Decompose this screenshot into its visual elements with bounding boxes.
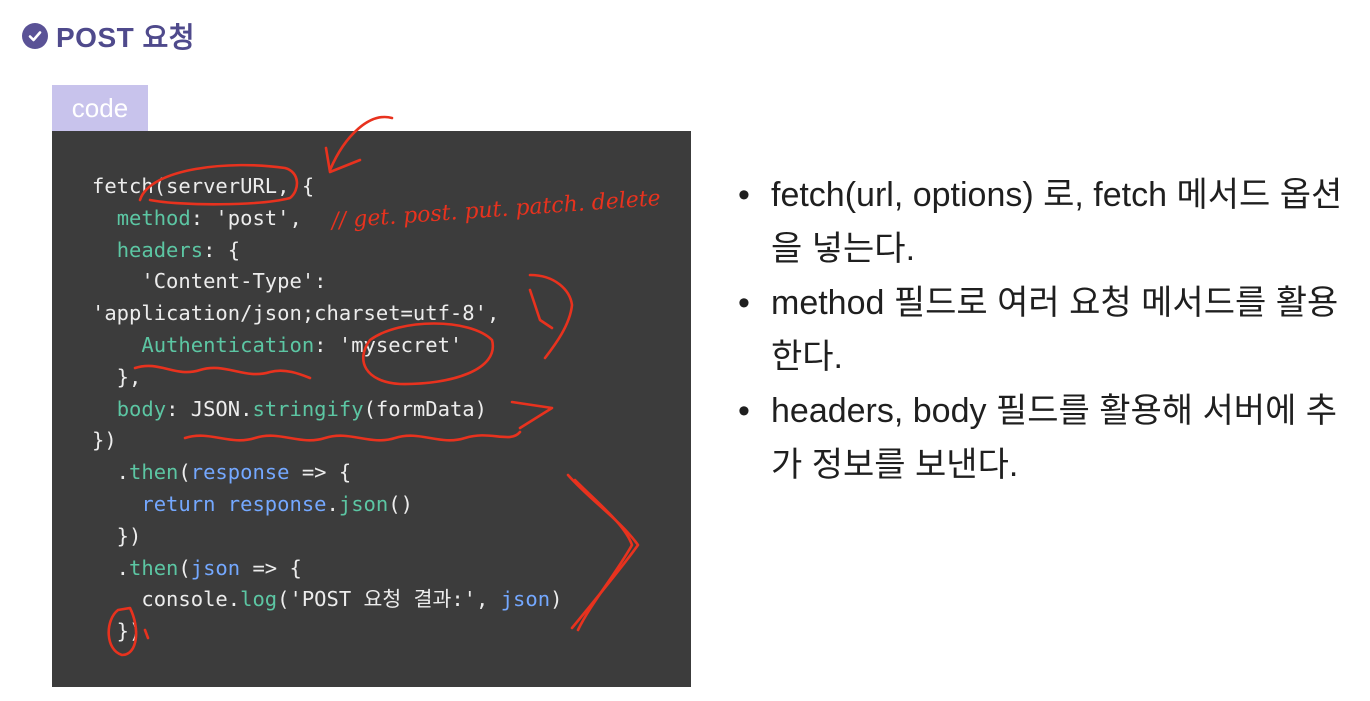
code-token: fetch(serverURL, { (92, 174, 315, 198)
code-line: 'Content-Type': (92, 266, 562, 298)
code-token: ('POST 요청 결과:', (277, 587, 501, 612)
code-token: }) (92, 428, 117, 453)
code-token: headers (116, 237, 204, 262)
code-line: console.log('POST 요청 결과:', json) (92, 584, 562, 616)
code-text: fetch(serverURL, { method: 'post', heade… (92, 171, 562, 648)
code-token: (formData) (363, 396, 487, 421)
code-token: : { (203, 237, 241, 262)
code-token: log (240, 587, 278, 612)
code-line: Authentication: 'mysecret' (92, 330, 562, 362)
code-token: . (326, 491, 339, 516)
code-token: response (227, 491, 327, 516)
code-token (92, 206, 117, 230)
code-token: console. (92, 587, 241, 612)
check-circle-icon (22, 23, 48, 49)
code-token: () (388, 491, 413, 516)
slide-title: POST 요청 (22, 16, 195, 56)
code-line: }) (92, 425, 562, 457)
code-token: . (92, 555, 130, 580)
code-token: then (129, 555, 179, 580)
code-token (215, 492, 227, 516)
code-token: : 'post', (190, 205, 302, 230)
code-tab-label: code (52, 85, 148, 131)
code-token: return (141, 491, 216, 516)
code-line: .then(json => { (92, 553, 562, 585)
code-token: ( (178, 555, 191, 580)
code-token: 'Content-Type': (92, 269, 327, 294)
code-token: body (116, 396, 167, 421)
code-token: }, (92, 364, 142, 389)
code-token: response (190, 460, 290, 485)
code-token (92, 238, 117, 262)
code-token: => { (240, 555, 302, 580)
code-token: }) (92, 523, 142, 548)
code-block: fetch(serverURL, { method: 'post', heade… (52, 131, 691, 687)
code-line: }) (92, 521, 562, 553)
code-token (92, 492, 141, 516)
code-line: body: JSON.stringify(formData) (92, 394, 562, 426)
code-token: : 'mysecret' (314, 332, 463, 357)
code-token: }) (92, 619, 142, 644)
code-line: return response.json() (92, 489, 562, 521)
code-token: ( (178, 460, 191, 485)
code-token: json (500, 587, 551, 612)
bullet-item: method 필드로 여러 요청 메서드를 활용한다. (738, 276, 1358, 384)
code-token: json (338, 491, 389, 516)
code-token (92, 333, 141, 357)
code-token: method (116, 205, 191, 230)
bullet-list: fetch(url, options) 로, fetch 메서드 옵션을 넣는다… (738, 168, 1358, 492)
code-line: method: 'post', (92, 203, 562, 235)
code-token: Authentication (141, 332, 315, 357)
code-token (92, 397, 117, 421)
code-token: . (92, 460, 130, 485)
code-line: .then(response => { (92, 457, 562, 489)
code-line: headers: { (92, 235, 562, 267)
code-line: }) (92, 616, 562, 648)
bullet-item: fetch(url, options) 로, fetch 메서드 옵션을 넣는다… (738, 168, 1358, 276)
code-token: json (190, 555, 241, 580)
page-title: POST 요청 (56, 22, 196, 53)
code-line: 'application/json;charset=utf-8', (92, 298, 562, 330)
code-token: stringify (252, 396, 364, 421)
code-token: => { (289, 460, 352, 485)
code-token: then (129, 460, 179, 485)
code-token: 'application/json;charset=utf-8', (92, 301, 500, 326)
code-token: ) (550, 587, 563, 612)
code-line: fetch(serverURL, { (92, 171, 562, 203)
code-token: : JSON. (166, 396, 253, 421)
code-line: }, (92, 362, 562, 394)
bullet-item: headers, body 필드를 활용해 서버에 추가 정보를 보낸다. (738, 384, 1358, 492)
